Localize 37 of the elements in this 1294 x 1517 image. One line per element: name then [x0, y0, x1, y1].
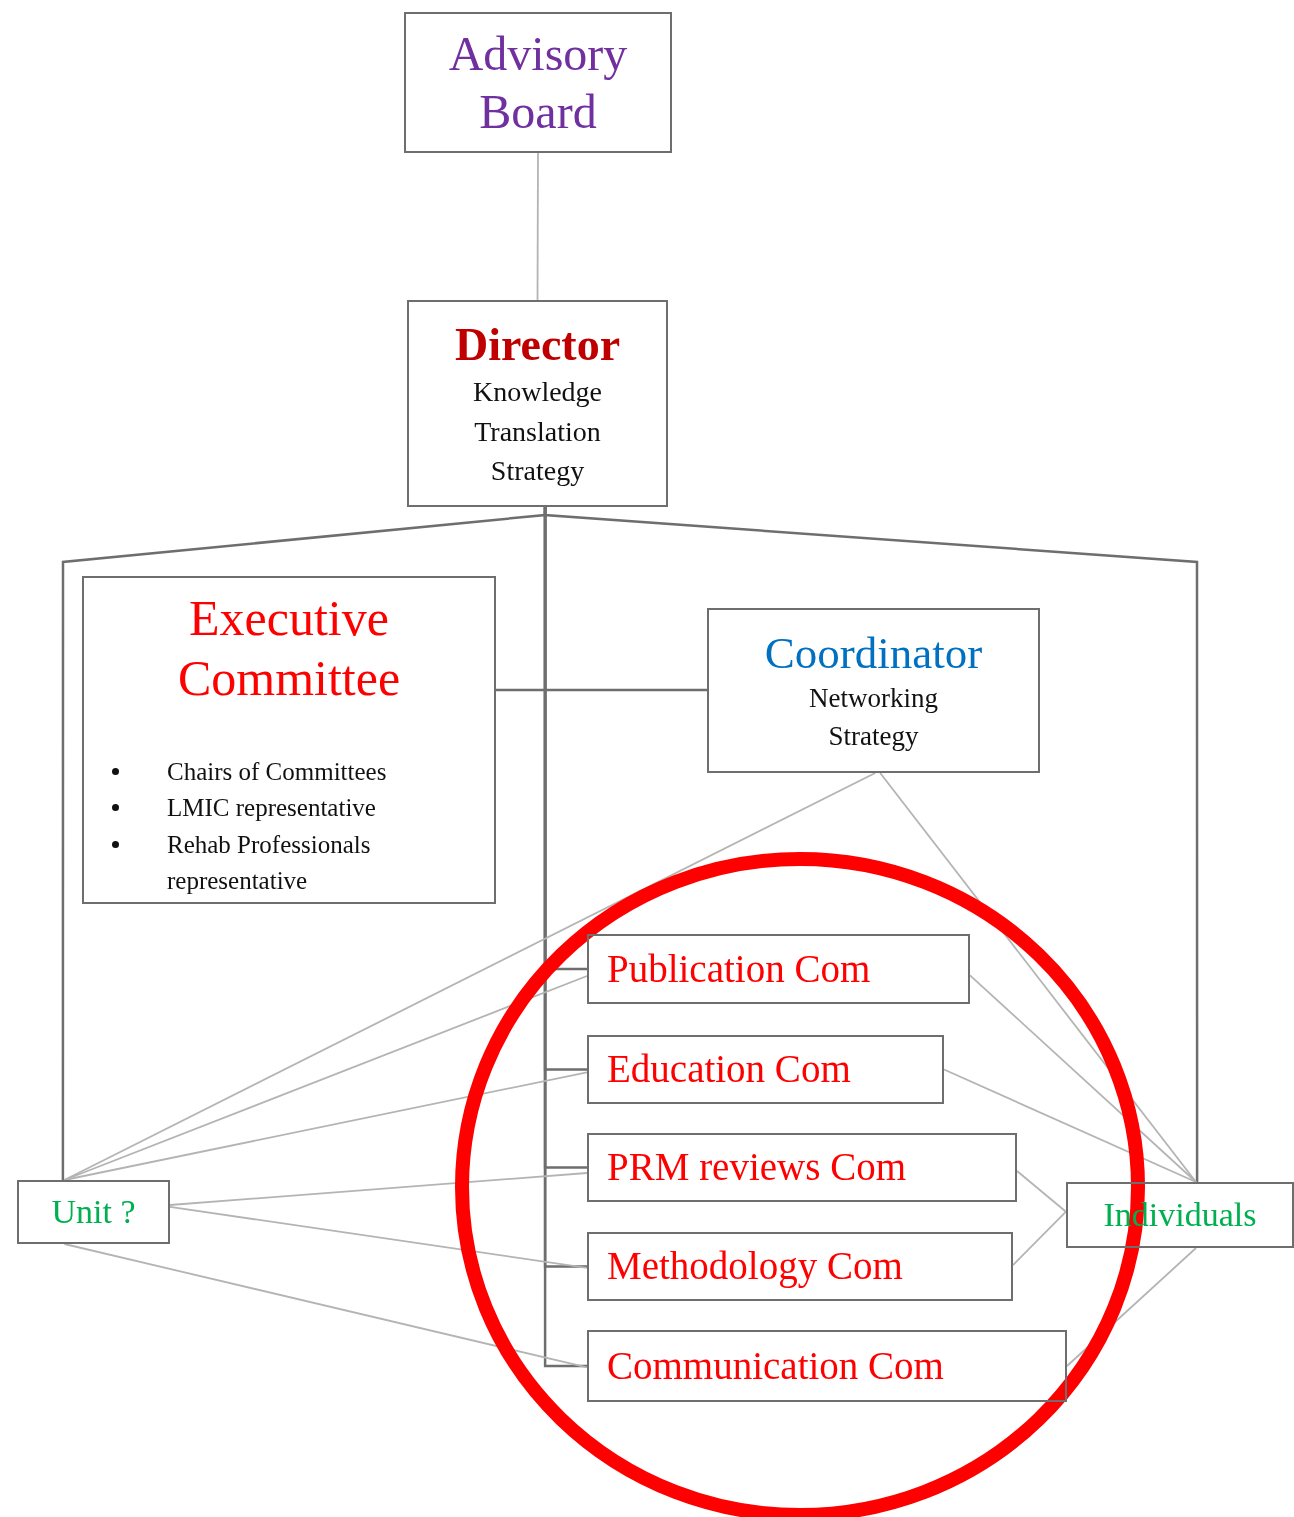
role-description: Knowledge Translation Strategy — [471, 375, 604, 488]
connector-line — [969, 974, 1197, 1183]
connector-line — [63, 1071, 588, 1181]
bullet-item: LMIC representative — [167, 793, 376, 824]
node-label: Advisory Board — [447, 25, 629, 140]
org-box — [17, 1180, 170, 1244]
role-title: Director — [454, 318, 621, 373]
connector-line — [943, 1068, 1197, 1183]
connector-line — [63, 975, 588, 1181]
org-box — [587, 1035, 944, 1104]
org-box — [587, 1133, 1017, 1202]
role-title: Coordinator — [764, 626, 983, 680]
connector-line — [63, 772, 877, 1181]
node-label: Communication Com — [607, 1342, 944, 1389]
bullet-item: Rehab Professionals representative — [167, 829, 372, 896]
org-box — [587, 1232, 1013, 1301]
connector-line — [536, 152, 539, 301]
connector-line — [1012, 1210, 1067, 1266]
org-box — [407, 300, 668, 507]
node-label: Methodology Com — [607, 1243, 903, 1290]
org-box — [82, 576, 496, 904]
committee-title: Executive Committee — [176, 589, 402, 708]
role-description: Networking Strategy — [808, 681, 939, 753]
connector-line — [63, 1243, 588, 1369]
node-label: PRM reviews Com — [607, 1144, 906, 1191]
connector-line — [169, 1172, 588, 1206]
node-label: Publication Com — [607, 945, 871, 992]
org-box — [404, 12, 672, 153]
bullet-item: Chairs of Committees — [167, 757, 387, 787]
org-box — [587, 1330, 1067, 1402]
node-label: Unit ? — [51, 1191, 136, 1232]
org-box — [707, 608, 1040, 773]
org-box — [587, 934, 970, 1004]
node-label: Education Com — [607, 1046, 851, 1093]
connector-line — [169, 1206, 588, 1269]
connector-line — [496, 688, 707, 692]
connector-line — [1016, 1170, 1067, 1213]
